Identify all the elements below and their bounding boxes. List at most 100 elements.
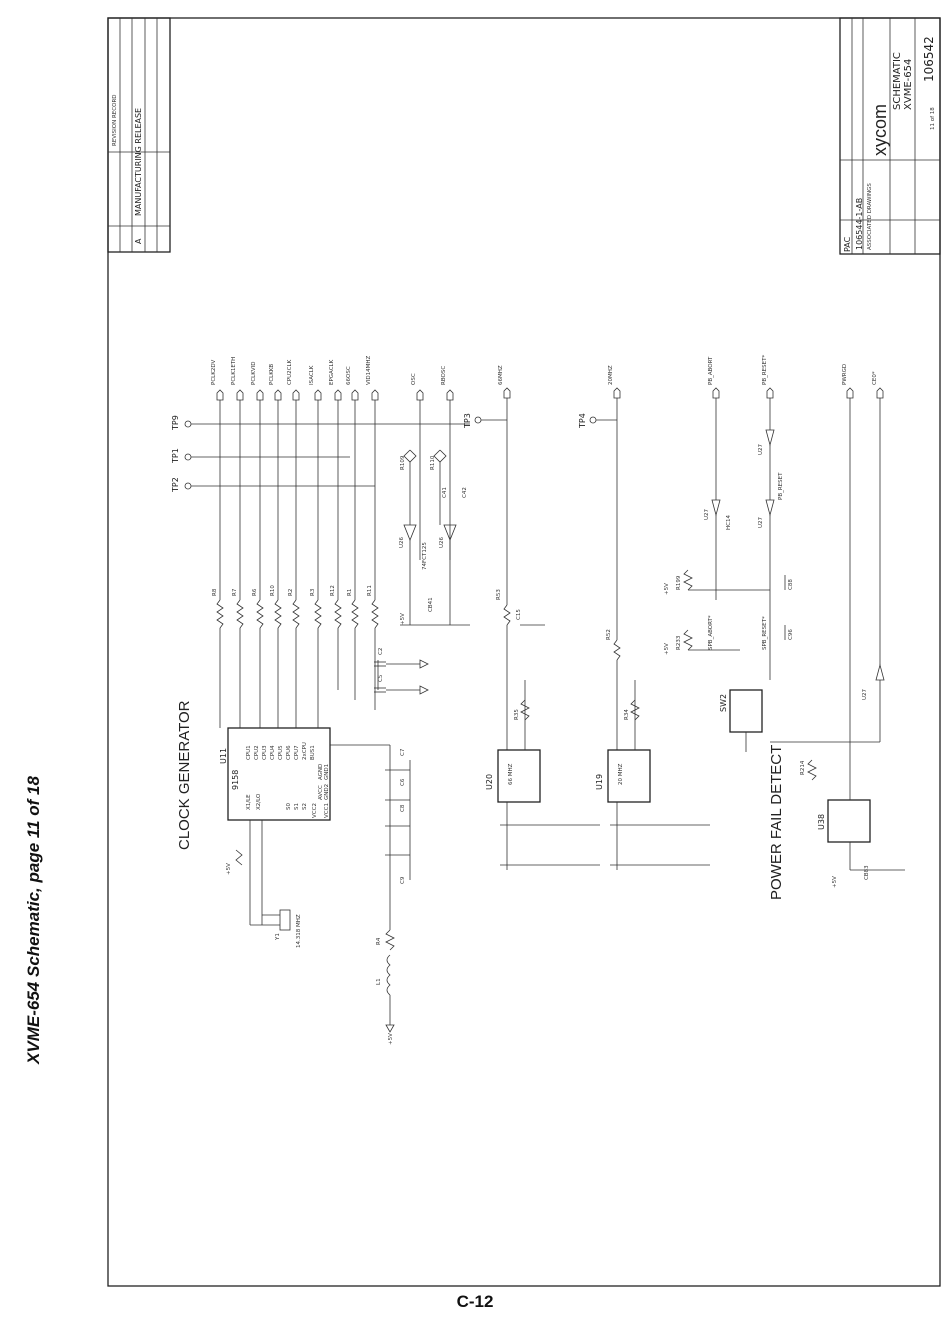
u19-freq: 20 MHZ — [618, 763, 624, 785]
tp9-label: TP9 — [171, 415, 180, 431]
u20-tp: TP3 — [463, 413, 472, 429]
res-r233: R233 — [676, 635, 682, 650]
signal-pb-reset: PB_RESET — [778, 472, 784, 500]
net-rbosc: RBOSC — [441, 366, 447, 385]
gate-u27-a: U27 — [704, 508, 710, 520]
chip-u11: U11 9158 X1/LE X2/LO S0 S1 S2 CPU1 CPU2 … — [219, 640, 391, 880]
res-r6: R6 — [252, 588, 258, 596]
section-clock-generator: CLOCK GENERATOR — [176, 700, 193, 850]
crystal-value: 14.318 MHZ — [296, 914, 302, 948]
net-pb-reset: PB_RESET* — [762, 355, 768, 385]
cap-cb41: CB41 — [428, 597, 434, 612]
pin-vcc2: VCC2 — [312, 803, 318, 818]
net-pwrgd: PWRGD — [842, 364, 848, 385]
power-fail-circuit: PB_ABORT U27 HC14 PB_RESET* U27 PB_RESET… — [664, 355, 905, 888]
pin-cpu7: CPU7 — [294, 745, 300, 760]
res-r3: R3 — [310, 588, 316, 596]
switch-sw2: SW2 — [719, 694, 728, 712]
u20-ref: U20 — [485, 774, 494, 790]
net-cpu2clk: CPU2CLK — [287, 359, 293, 385]
page-number: C-12 — [456, 1292, 494, 1311]
associated-label: ASSOCIATED DRAWINGS — [867, 183, 873, 250]
crystal-y1: Y1 — [275, 933, 281, 941]
net-isaclk: ISACLK — [309, 365, 315, 385]
res-r2: R2 — [288, 589, 294, 596]
signal-spb-abort: SPB_ABORT* — [708, 615, 714, 650]
supply-5v-clock: +5V — [226, 863, 232, 875]
gate-u27-part-a: HC14 — [726, 515, 732, 530]
u19-res2: R34 — [624, 709, 630, 720]
gate-u27-c: U27 — [758, 516, 764, 528]
clock-output-nets: PCLK2DV R8 PCLK1ETH R7 PCLKVID R6 PCLKKB… — [211, 356, 379, 710]
oscillator-u19: 20MHZ TP4 R52 U19 20 MHZ R34 — [578, 365, 710, 870]
res-r11: R11 — [367, 585, 373, 596]
cap-cb83: CB83 — [864, 865, 870, 880]
pin-vcc1: VCC1 — [324, 803, 330, 818]
cap-c6: C6 — [400, 778, 406, 786]
cap-c42: C42 — [462, 487, 468, 498]
net-vid14mhz: VID14MHZ — [366, 356, 372, 385]
pin-avcc: AVCC — [318, 785, 324, 800]
net-pclkvid: PCLKVID — [251, 362, 257, 385]
supply-5v-osc: +5V — [400, 613, 406, 625]
res-r8: R8 — [212, 588, 218, 596]
drawing-frame — [107, 17, 941, 1287]
cap-c9: C9 — [400, 876, 406, 884]
cap-c8: C8 — [400, 804, 406, 812]
res-r199: R199 — [676, 575, 682, 590]
crystal-inductor: Y1 14.318 MHZ +5V R4 L1 +5V — [226, 820, 395, 1045]
net-osc: OSC — [411, 373, 417, 385]
res-r12: R12 — [330, 585, 336, 596]
cap-c7: C7 — [400, 748, 406, 756]
cap-c41: C41 — [442, 487, 448, 498]
revision-description: MANUFACTURING RELEASE — [134, 108, 143, 216]
pin-bus1: BUS1 — [310, 745, 316, 760]
u20-res: R53 — [496, 589, 502, 600]
u19-net: 20MHZ — [608, 365, 614, 385]
supply-5v-l1: +5V — [388, 1033, 394, 1045]
revision-block: REVISION RECORD A MANUFACTURING RELEASE — [107, 17, 171, 253]
osc-buffers: OSC RBOSC R109 R110 U26 74FCT125 U26 CB4… — [399, 366, 470, 626]
gate-u27-b: U27 — [758, 443, 764, 455]
cap-c88: C88 — [788, 579, 794, 590]
supervisor-u38: U38 — [817, 814, 826, 830]
res-r109: R109 — [400, 455, 406, 470]
supply-5v-pf3: +5V — [832, 876, 838, 888]
gate-u26a: U26 — [399, 536, 405, 548]
pin-cpu6: CPU6 — [286, 745, 292, 760]
revision-letter: A — [134, 238, 143, 244]
chip-u11-ref: U11 — [219, 748, 228, 764]
res-r10: R10 — [270, 585, 276, 596]
signal-spb-reset: SPB_RESET* — [762, 616, 768, 650]
pin-s1: S1 — [294, 803, 300, 810]
pin-agnd: AGND — [318, 764, 324, 780]
u19-ref: U19 — [595, 774, 604, 790]
cap-c96: C96 — [788, 629, 794, 640]
u19-tp: TP4 — [578, 413, 587, 429]
u20-cap: C15 — [516, 609, 522, 620]
company-logo: xycom — [870, 104, 890, 156]
pac-label: PAC — [843, 236, 852, 252]
res-r1: R1 — [347, 589, 353, 596]
pin-cpu3: CPU3 — [262, 745, 268, 760]
net-pclkkb: PCLKKB — [269, 364, 275, 385]
associated-number: 106544-1-AB — [855, 198, 864, 250]
net-pb-abort: PB_ABORT — [708, 356, 714, 385]
pin-s2: S2 — [302, 803, 308, 810]
gate-part-a: 74FCT125 — [422, 542, 428, 570]
cap-c2: C2 — [378, 648, 384, 655]
pin-s0: S0 — [286, 803, 292, 810]
title-line-1: SCHEMATIC — [892, 52, 903, 110]
supply-5v-pf1: +5V — [664, 583, 670, 595]
sheet-number: 11 of 18 — [930, 107, 936, 130]
chip-u11-part: 9158 — [231, 770, 240, 790]
title-block: PAC 106544-1-AB ASSOCIATED DRAWINGS xyco… — [839, 17, 941, 255]
pin-cpu1: CPU1 — [246, 745, 252, 760]
oscillator-u20: 66MHZ TP3 R53 C15 U20 66 MHZ R35 — [463, 365, 600, 870]
u20-res2: R35 — [514, 709, 520, 720]
gate-u27-d: U27 — [862, 688, 868, 700]
res-r110: R110 — [430, 455, 436, 470]
pin-gnd2: GND2 — [324, 784, 330, 800]
u20-freq: 66 MHZ — [508, 763, 514, 785]
